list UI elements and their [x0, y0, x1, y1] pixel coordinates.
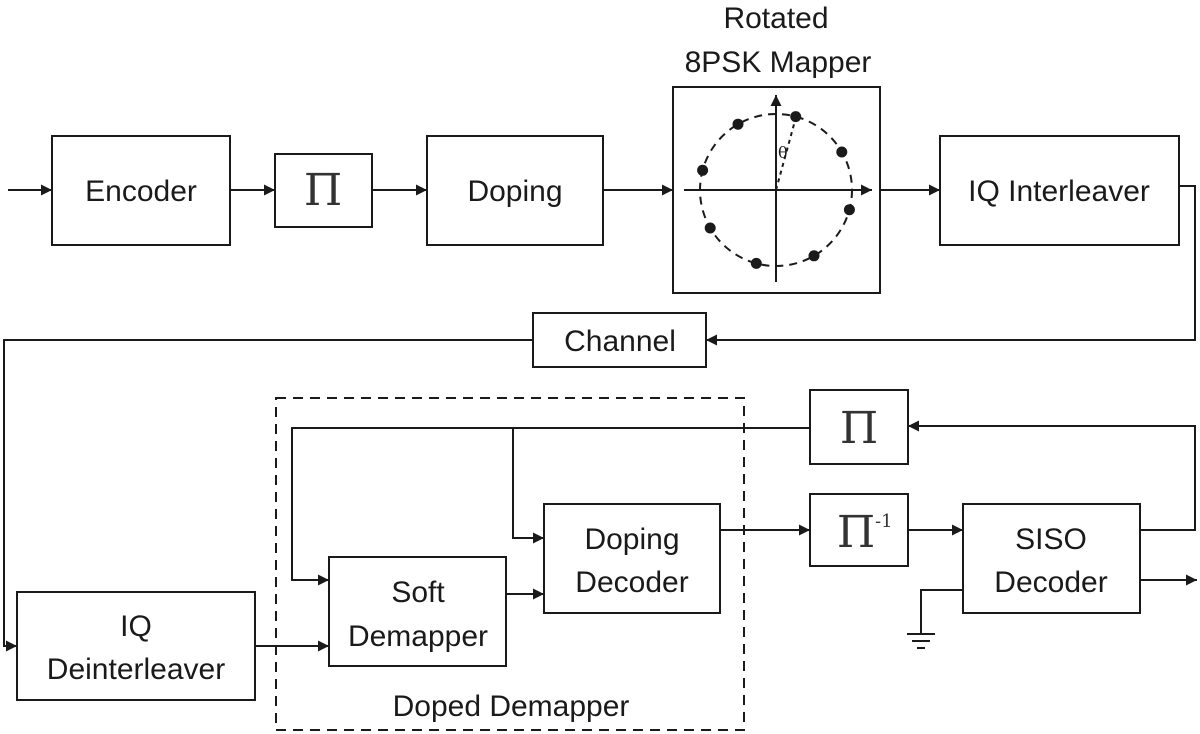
iq-deinterleaver-label-line-1: IQ: [120, 610, 152, 643]
rotation-angle-symbol: θ: [778, 143, 788, 162]
feedback-to-soft-demapper-arrow: [291, 427, 810, 586]
mapper-title-line-1: Rotated: [723, 2, 828, 35]
soft-demapper-block: Soft Demapper: [328, 556, 507, 667]
doping-label: Doping: [467, 175, 562, 208]
ground-symbol: [907, 589, 963, 649]
deinterleaver-superscript: -1: [875, 511, 893, 532]
doping-decoder-block: Doping Decoder: [543, 503, 721, 614]
mapper-title-line-2: 8PSK Mapper: [685, 46, 872, 79]
channel-block: Channel: [532, 312, 707, 368]
doping-block: Doping: [426, 135, 604, 246]
feedback-interleaver-symbol: Π: [840, 403, 878, 454]
constellation-point: [750, 257, 762, 269]
deinterleaver-block: Π -1: [809, 493, 909, 567]
constellation-point: [732, 118, 744, 130]
soft-demapper-label-line-1: Soft: [391, 576, 445, 609]
interleaver-block: Π: [274, 153, 373, 228]
mapper-title: Rotated 8PSK Mapper: [685, 2, 872, 79]
constellation-points: [697, 111, 855, 269]
feedback-interleaver-block: Π: [809, 389, 909, 465]
constellation-point: [697, 164, 709, 176]
channel-to-iq-deinterleaver-arrow: [3, 339, 533, 652]
rotated-8psk-mapper-block: θ: [672, 86, 881, 294]
soft-demapper-label-line-2: Demapper: [348, 620, 488, 653]
doped-demapper-label: Doped Demapper: [393, 690, 630, 723]
feedback-to-doping-decoder-arrow: [512, 428, 544, 544]
constellation-point: [704, 222, 716, 234]
doping-decoder-label-line-1: Doping: [584, 523, 679, 556]
siso-decoder-label-line-2: Decoder: [994, 566, 1107, 599]
siso-decoder-block: SISO Decoder: [962, 503, 1141, 614]
iq-interleaver-label: IQ Interleaver: [968, 175, 1150, 208]
interleaver-symbol: Π: [304, 165, 342, 216]
doping-decoder-label-line-2: Decoder: [575, 566, 688, 599]
deinterleaver-symbol: Π: [837, 507, 875, 558]
siso-decoder-label-line-1: SISO: [1015, 523, 1087, 556]
siso-decoder-feedback-wire: [908, 420, 1196, 531]
constellation-point: [790, 111, 802, 123]
encoder-block: Encoder: [51, 135, 231, 246]
iq-interleaver-to-channel-arrow: [706, 185, 1196, 346]
iq-deinterleaver-block: IQ Deinterleaver: [16, 591, 256, 701]
encoder-label: Encoder: [85, 175, 197, 208]
iq-interleaver-block: IQ Interleaver: [939, 135, 1180, 246]
doped-demapper-boundary: [275, 397, 745, 731]
iq-deinterleaver-label-line-2: Deinterleaver: [47, 653, 225, 686]
constellation-point: [808, 250, 820, 262]
channel-label: Channel: [564, 325, 676, 358]
constellation-point: [836, 146, 848, 158]
constellation-point: [843, 204, 855, 216]
